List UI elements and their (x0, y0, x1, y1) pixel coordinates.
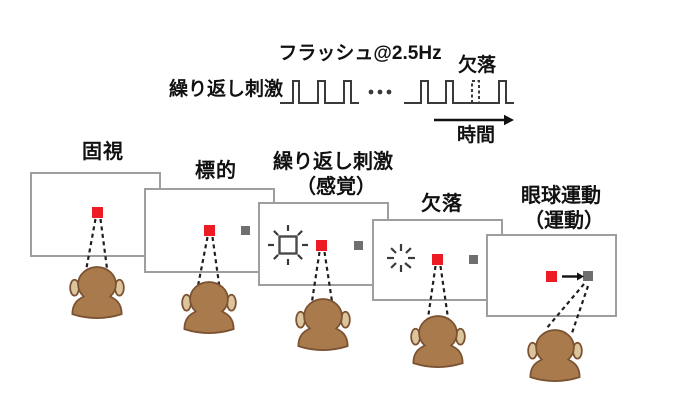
target-square-5 (583, 271, 593, 281)
omission-pulse-label: 欠落 (457, 55, 496, 76)
pulse-train-label: 繰り返し刺激 (168, 79, 283, 100)
ellipsis-dots (368, 89, 392, 95)
flash-rate-label: フラッシュ@2.5Hz (278, 43, 442, 64)
panel-title-target: 標的 (195, 160, 237, 182)
monkey-2 (181, 281, 237, 334)
fixation-point-5 (546, 271, 557, 282)
monkey-5 (527, 329, 583, 382)
target-square-3 (354, 241, 363, 250)
fixation-point-3 (316, 240, 327, 251)
panel-subtitle-sensory: （感覚） (296, 176, 376, 198)
pulse-train (280, 80, 514, 104)
panel-subtitle-motor: （運動） (524, 210, 604, 232)
fixation-point-1 (92, 207, 103, 218)
target-square-4 (469, 255, 478, 264)
time-axis-label: 時間 (456, 125, 495, 146)
monkey-4 (410, 315, 466, 368)
screen-target (144, 188, 275, 273)
panel-title-omission: 欠落 (421, 193, 463, 215)
target-square-2 (241, 226, 250, 235)
fixation-point-2 (204, 225, 215, 236)
omitted-pulse (471, 80, 480, 103)
time-arrow-icon (434, 114, 514, 126)
panel-title-repeated-stimulus: 繰り返し刺激 (273, 151, 393, 173)
panel-title-fixation: 固視 (82, 141, 124, 163)
monkey-3 (295, 298, 351, 351)
panel-title-eye-movement: 眼球運動 (521, 185, 601, 207)
fixation-point-4 (432, 254, 443, 265)
monkey-1 (69, 266, 125, 319)
